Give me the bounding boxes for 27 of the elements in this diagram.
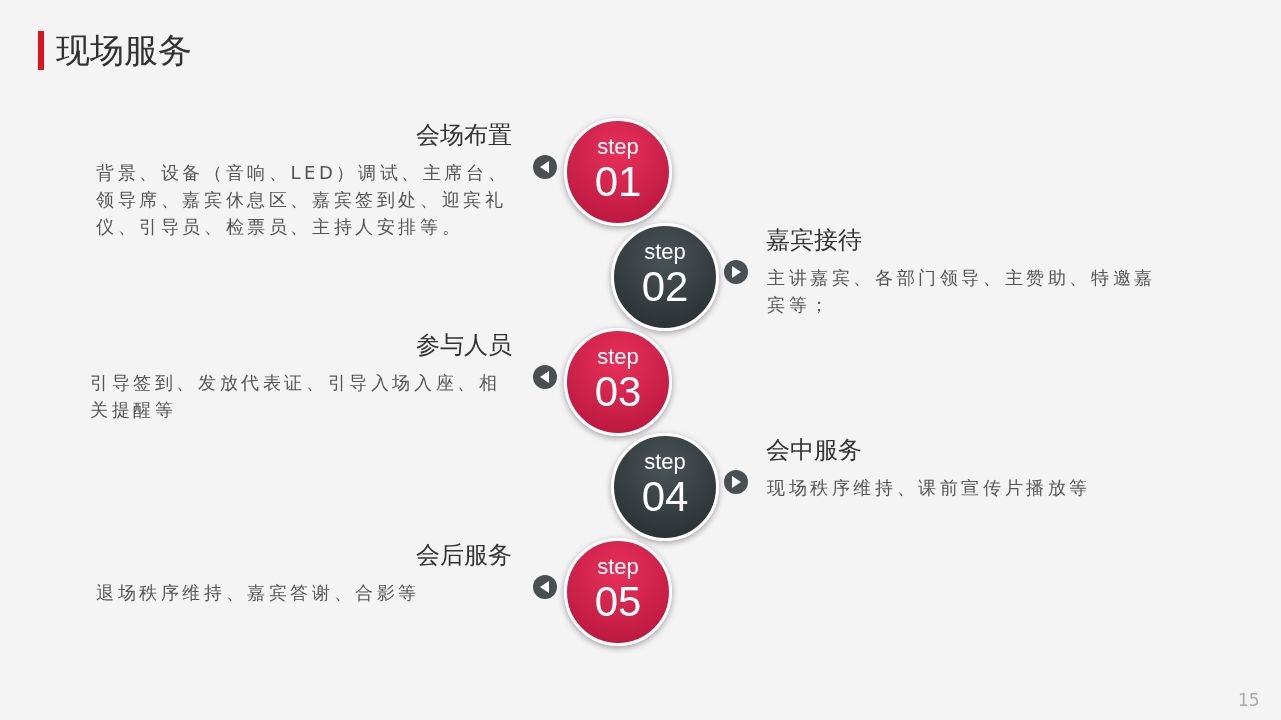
step-description: 现场秩序维持、课前宣传片播放等 <box>767 476 1092 500</box>
step-heading: 嘉宾接待 <box>766 225 862 256</box>
step-description: 引导签到、发放代表证、引导入场入座、相关提醒等 <box>90 371 502 422</box>
step-number: 01 <box>593 159 643 205</box>
step-heading: 会中服务 <box>766 435 862 466</box>
step-circle <box>564 538 672 646</box>
step-description: 背景、设备（音响、LED）调试、主席台、领导席、嘉宾休息区、嘉宾签到处、迎宾礼仪、引导员、检票员、主持人安排等。 <box>96 161 511 239</box>
step-circle <box>564 328 672 436</box>
step-number: 05 <box>593 579 643 625</box>
step-heading: 会场布置 <box>416 120 512 151</box>
title: 现场服务 <box>56 29 192 72</box>
step-description: 主讲嘉宾、各部门领导、主赞助、特邀嘉宾等； <box>767 266 1157 317</box>
step-description: 退场秩序维持、嘉宾答谢、合影等 <box>96 581 421 605</box>
step-label: step <box>596 555 640 579</box>
step-label: step <box>643 240 687 264</box>
step-heading: 参与人员 <box>416 330 512 361</box>
step-number: 03 <box>593 369 643 415</box>
step-number: 04 <box>640 474 690 520</box>
step-heading: 会后服务 <box>416 540 512 571</box>
step-circle <box>611 433 719 541</box>
step-label: step <box>643 450 687 474</box>
step-circle <box>611 223 719 331</box>
step-label: step <box>596 345 640 369</box>
step-label: step <box>596 135 640 159</box>
page-number: 15 <box>1238 690 1260 710</box>
step-circle <box>564 118 672 226</box>
step-number: 02 <box>640 264 690 310</box>
